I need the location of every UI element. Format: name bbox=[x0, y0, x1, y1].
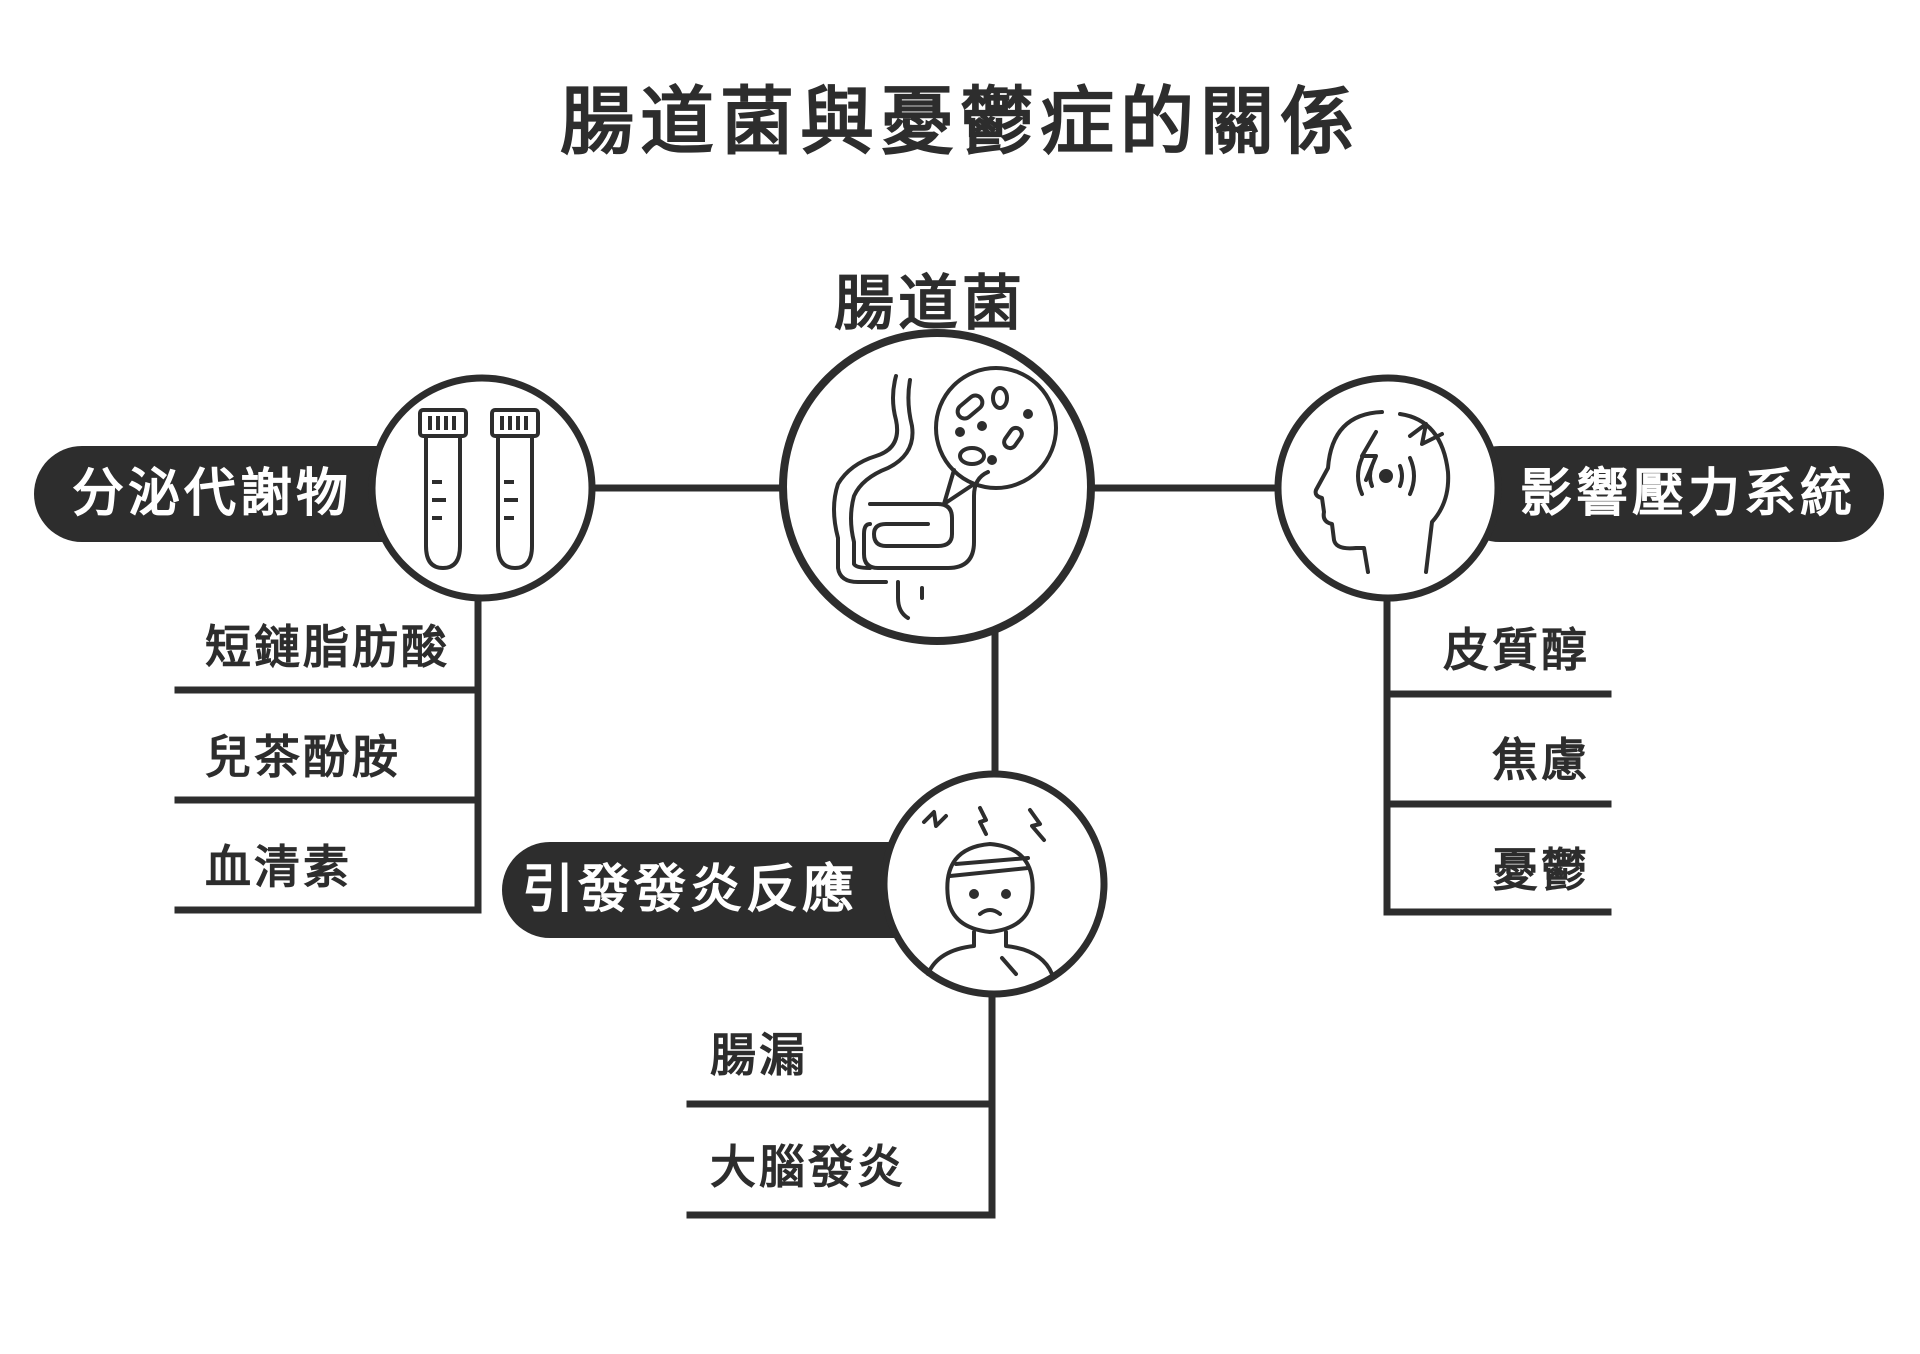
diagram-title: 腸道菌與憂鬱症的關係 bbox=[560, 79, 1360, 165]
left-item-1: 短鏈脂肪酸 bbox=[205, 620, 450, 674]
sick-person-icon bbox=[880, 770, 1108, 998]
right-branch-pill: 影響壓力系統 bbox=[1452, 446, 1884, 542]
left-item-2: 兒茶酚胺 bbox=[205, 730, 401, 784]
bottom-branch-pill: 引發發炎反應 bbox=[502, 842, 942, 938]
gut-bacteria-icon bbox=[779, 329, 1095, 645]
center-label: 腸道菌 bbox=[834, 269, 1026, 339]
bottom-item-1: 腸漏 bbox=[710, 1028, 808, 1082]
stressed-head-icon bbox=[1274, 374, 1502, 602]
bottom-item-2: 大腦發炎 bbox=[710, 1140, 906, 1194]
right-branch-label: 影響壓力系統 bbox=[1520, 464, 1857, 524]
left-item-3: 血清素 bbox=[205, 840, 352, 894]
right-item-2: 焦慮 bbox=[1492, 733, 1590, 787]
test-tubes-icon bbox=[368, 374, 596, 602]
right-item-3: 憂鬱 bbox=[1492, 843, 1590, 897]
right-item-1: 皮質醇 bbox=[1443, 623, 1590, 677]
bottom-branch-label: 引發發炎反應 bbox=[522, 860, 859, 920]
left-branch-label: 分泌代謝物 bbox=[72, 464, 353, 524]
